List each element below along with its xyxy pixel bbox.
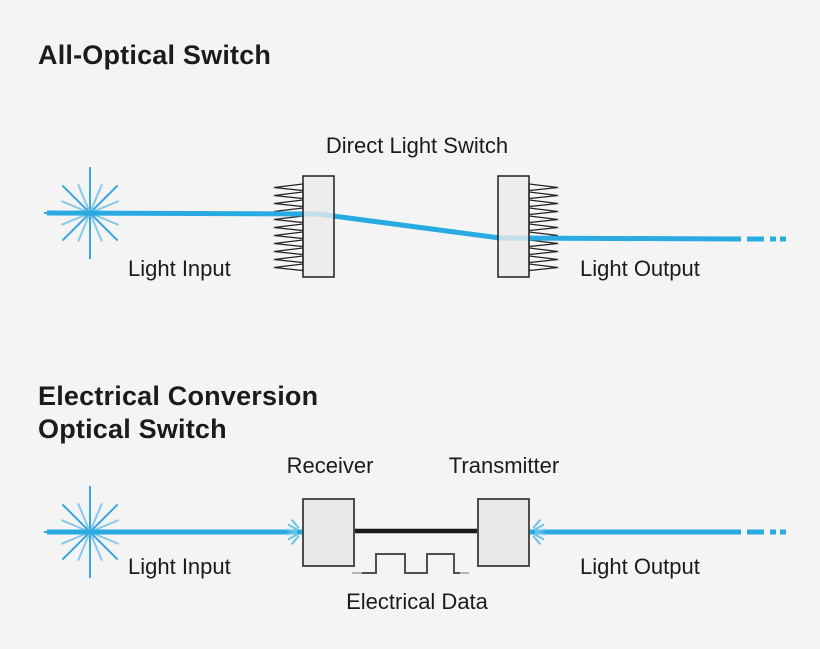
light-input-label-top: Light Input (128, 256, 231, 281)
square-wave (352, 553, 469, 574)
laser-ray (89, 503, 103, 533)
comb-tooth (273, 191, 304, 200)
comb-tooth (528, 215, 559, 224)
light-spark (286, 528, 298, 533)
laser-ray (89, 184, 119, 214)
light-spark (287, 523, 299, 531)
electrical-data-label: Electrical Data (346, 589, 488, 614)
laser-ray (61, 184, 91, 214)
laser-ray (89, 184, 103, 214)
comb-tooth (273, 215, 304, 224)
electrical-conversion-switch-graphic (44, 486, 786, 578)
laser-ray (61, 503, 91, 533)
impact-sparks-receiver (286, 519, 300, 545)
square-wave-line (358, 553, 467, 574)
transmitter-label: Transmitter (448, 453, 560, 478)
bottom-section-title: Electrical Conversion Optical Switch (38, 380, 318, 446)
laser-ray (89, 531, 103, 561)
laser-ray (89, 503, 119, 533)
light-input-label-bottom: Light Input (128, 554, 231, 579)
light-spark (533, 533, 545, 541)
comb-tooth (528, 207, 559, 216)
laser-ray (77, 184, 91, 214)
light-spark (532, 519, 542, 529)
light-spark (533, 523, 545, 531)
transmitter-box (477, 498, 530, 567)
receiver-label: Receiver (286, 453, 374, 478)
comb-tooth (528, 191, 559, 200)
light-spark (287, 533, 299, 541)
laser-ray (89, 212, 119, 242)
mems-comb-left (273, 183, 304, 272)
light-source-starburst-top (44, 167, 136, 259)
switch-body-right (497, 175, 530, 278)
laser-ray (89, 531, 119, 561)
light-spark (290, 535, 300, 545)
comb-tooth (528, 223, 559, 232)
comb-tooth (273, 223, 304, 232)
comb-tooth (273, 247, 304, 256)
light-spark (286, 531, 298, 536)
comb-tooth (273, 231, 304, 240)
laser-ray (61, 531, 91, 561)
comb-tooth (528, 199, 559, 208)
emission-sparks-transmitter (532, 519, 546, 545)
mems-comb-right (528, 183, 559, 272)
comb-tooth (273, 239, 304, 248)
bottom-title-line1: Electrical Conversion (38, 381, 319, 411)
comb-tooth (528, 255, 559, 264)
light-spark (290, 519, 300, 529)
bottom-title-line2: Optical Switch (38, 413, 227, 444)
receiver-box (302, 498, 355, 567)
comb-tooth (528, 263, 559, 272)
light-beam-top (46, 210, 742, 242)
light-spark (532, 535, 542, 545)
laser-ray (89, 212, 103, 242)
top-section-title: All-Optical Switch (38, 40, 272, 70)
comb-tooth (528, 239, 559, 248)
comb-tooth (528, 247, 559, 256)
light-spark (534, 531, 546, 536)
light-spark (534, 528, 546, 533)
laser-ray (77, 531, 91, 561)
direct-light-switch-label: Direct Light Switch (325, 133, 509, 158)
laser-ray (77, 503, 91, 533)
comb-tooth (273, 255, 304, 264)
comb-tooth (273, 183, 304, 192)
all-optical-switch-graphic (44, 167, 786, 278)
laser-ray (61, 212, 91, 242)
comb-tooth (273, 263, 304, 272)
light-output-label-top: Light Output (580, 256, 700, 281)
laser-ray (77, 212, 91, 242)
comb-tooth (273, 199, 304, 208)
switch-body-left (302, 175, 335, 278)
light-output-label-bottom: Light Output (580, 554, 700, 579)
comb-tooth (528, 183, 559, 192)
